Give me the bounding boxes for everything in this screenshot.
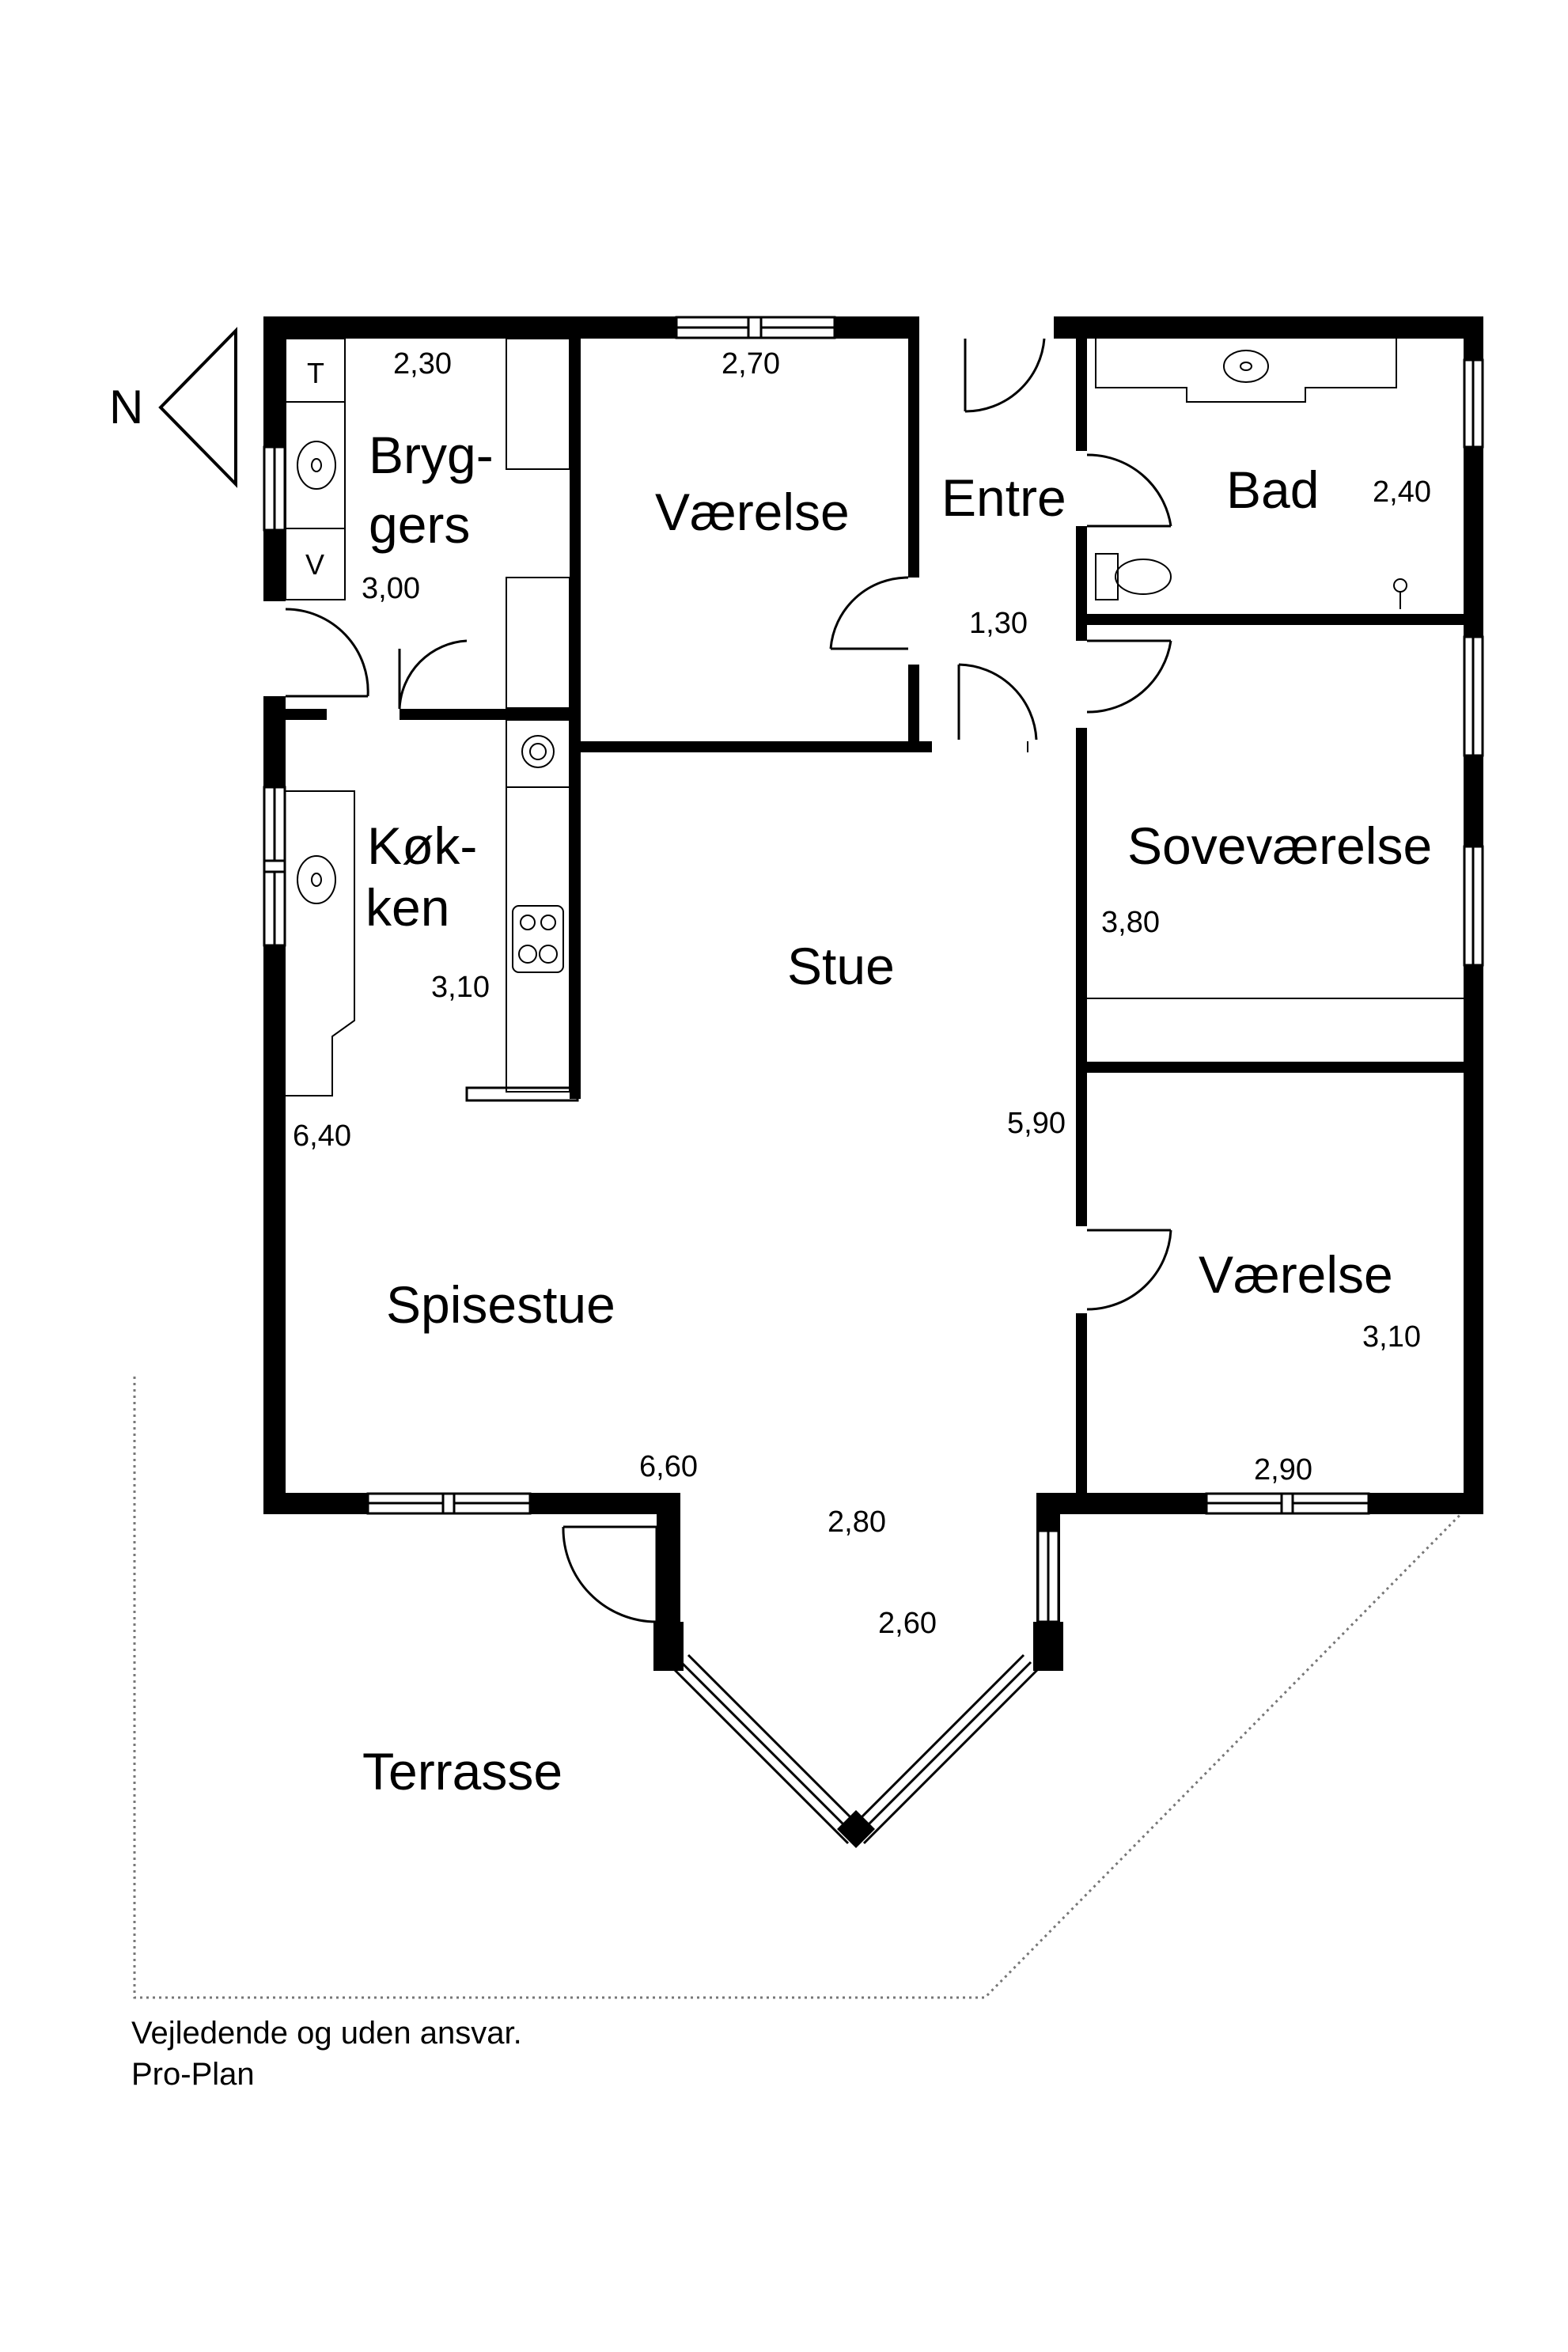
room-stue: Stue bbox=[787, 937, 895, 995]
dim-bay-depth: 2,60 bbox=[878, 1607, 937, 1640]
room-labels: Bryg- gers Værelse Entre Bad Køk- ken St… bbox=[362, 426, 1432, 1801]
dimension-labels: 2,30 3,00 2,70 2,40 1,30 3,10 3,80 6,40 … bbox=[293, 347, 1431, 1640]
room-koekken: Køk- bbox=[367, 816, 477, 875]
bay-windows bbox=[672, 1653, 1040, 1845]
washer-label: V bbox=[305, 548, 324, 581]
room-sovevaerelse: Soveværelse bbox=[1127, 816, 1432, 875]
terrace-outline bbox=[133, 1377, 1481, 1999]
dim-vaerelse-2-width: 2,90 bbox=[1254, 1453, 1312, 1487]
dim-bad-length: 2,40 bbox=[1373, 475, 1431, 509]
dim-vaerelse-1-width: 2,70 bbox=[722, 347, 780, 381]
hatched-wall bbox=[465, 1086, 579, 1102]
room-bryggers: Bryg- bbox=[369, 426, 494, 484]
windows bbox=[263, 316, 1484, 1623]
room-terrasse: Terrasse bbox=[362, 1742, 562, 1801]
north-arrow-icon bbox=[158, 327, 237, 488]
dim-entre-width: 1,30 bbox=[969, 607, 1028, 640]
fixtures bbox=[285, 338, 1464, 1096]
dim-bryggers-width: 2,30 bbox=[393, 347, 452, 381]
dim-bryggers-length: 3,00 bbox=[362, 572, 420, 605]
north-label: N bbox=[109, 381, 143, 434]
room-vaerelse-2: Værelse bbox=[1199, 1245, 1393, 1304]
room-koekken-2: ken bbox=[365, 878, 449, 937]
room-bryggers-2: gers bbox=[369, 495, 470, 554]
door-gaps bbox=[262, 316, 1089, 1313]
dim-bay-width: 2,80 bbox=[828, 1506, 886, 1539]
room-entre: Entre bbox=[941, 468, 1066, 527]
dim-koekken-length: 3,10 bbox=[431, 971, 490, 1004]
dim-vaerelse-2-length: 3,10 bbox=[1362, 1320, 1421, 1354]
footer-brand: Pro-Plan bbox=[131, 2057, 255, 2092]
room-spisestue: Spisestue bbox=[386, 1275, 615, 1334]
dim-left-length: 6,40 bbox=[293, 1119, 351, 1153]
tumbler-label: T bbox=[307, 357, 324, 389]
room-bad: Bad bbox=[1226, 460, 1319, 519]
dim-spisestue-width: 6,60 bbox=[639, 1450, 698, 1483]
dim-stue-length: 5,90 bbox=[1007, 1107, 1066, 1140]
footer-disclaimer: Vejledende og uden ansvar. bbox=[131, 2016, 522, 2051]
dim-sovevaerelse-length: 3,80 bbox=[1101, 906, 1160, 939]
room-vaerelse-1: Værelse bbox=[655, 483, 850, 541]
door-swings bbox=[285, 338, 1172, 1623]
